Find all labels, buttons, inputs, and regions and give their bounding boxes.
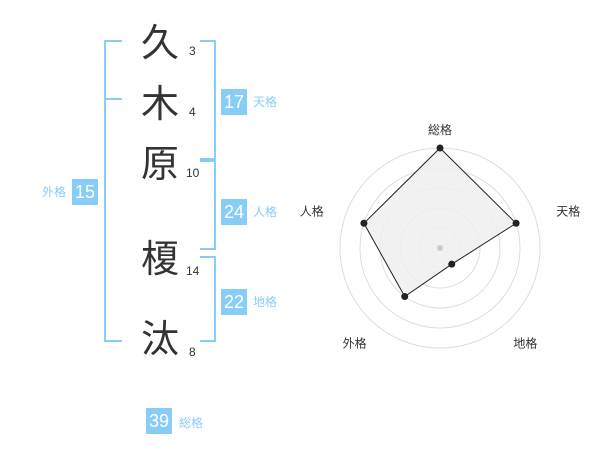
name-char-4: 榎: [140, 237, 179, 281]
radar-point-4: [401, 293, 409, 301]
name-char-3: 原: [140, 142, 179, 186]
radar-point-1: [436, 144, 444, 152]
radar-axis-label-5: 人格: [300, 204, 324, 219]
soukaku-label: 総格: [179, 416, 204, 430]
radar-point-5: [360, 219, 368, 227]
tenkaku-bracket: [200, 40, 216, 160]
radar-point-3: [448, 260, 456, 268]
tenkaku-label: 天格: [253, 95, 278, 109]
gaikaku-bracket: [104, 40, 122, 342]
name-char-2: 木: [140, 82, 179, 126]
stroke-count-5: 8: [189, 345, 196, 359]
soukaku-value-badge: 39: [146, 408, 172, 434]
name-char-5: 汰: [140, 317, 179, 361]
radar-axis-label-1: 総格: [428, 122, 452, 137]
radar-axis-label-2: 天格: [556, 204, 580, 219]
radar-center-dot: [437, 245, 443, 251]
stroke-count-2: 4: [189, 105, 196, 119]
chikaku-bracket: [200, 256, 216, 342]
jinkaku-bracket: [200, 160, 216, 250]
radar-axis-label-4: 外格: [343, 335, 367, 350]
radar-polygon: [363, 147, 517, 298]
stroke-count-3: 10: [186, 166, 200, 180]
gaikaku-value-badge: 15: [72, 179, 98, 205]
gaikaku-bracket-tick: [104, 98, 122, 100]
radar-axis-label-3: 地格: [513, 335, 537, 350]
jinkaku-label: 人格: [253, 205, 278, 219]
jinkaku-value-badge: 24: [221, 199, 247, 225]
tenkaku-value-badge: 17: [221, 89, 247, 115]
stroke-count-1: 3: [189, 44, 196, 58]
radar-point-2: [512, 219, 520, 227]
stroke-count-4: 14: [186, 264, 200, 278]
gaikaku-label: 外格: [42, 185, 67, 199]
chikaku-value-badge: 22: [221, 289, 247, 315]
name-char-1: 久: [140, 21, 179, 65]
chikaku-label: 地格: [253, 295, 278, 309]
